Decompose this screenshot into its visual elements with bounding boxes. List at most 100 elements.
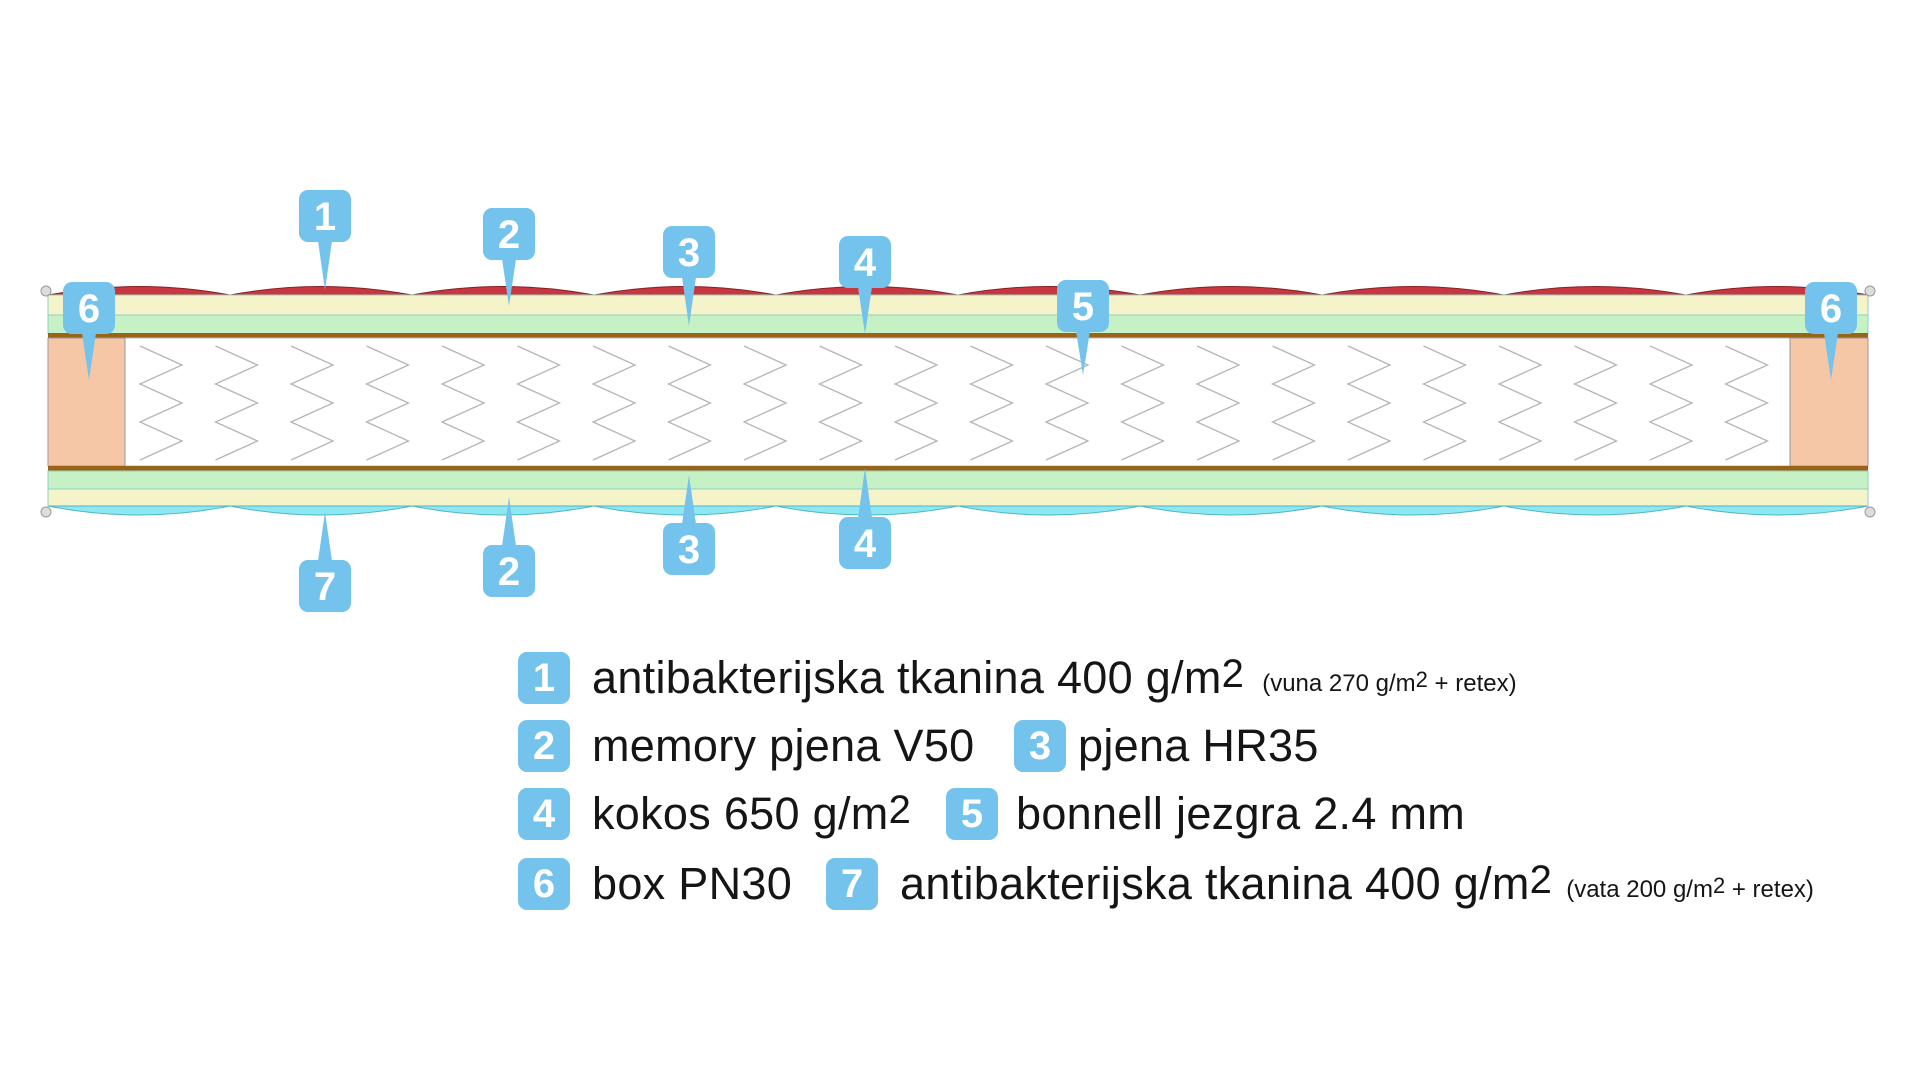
bottom-fabric-bump xyxy=(957,505,1141,516)
legend-badge: 4 xyxy=(518,788,570,840)
legend-text: memory pjena V50 xyxy=(592,720,975,771)
legend-sup: 2 xyxy=(1529,858,1553,902)
callout-number: 7 xyxy=(314,565,336,609)
callout-number: 3 xyxy=(678,528,700,572)
legend-badge: 6 xyxy=(518,858,570,910)
callout-marker: 1 xyxy=(299,190,351,290)
legend-badge: 7 xyxy=(826,858,878,910)
callout-badge xyxy=(299,190,351,242)
spring-coil xyxy=(515,345,562,461)
callout-pointer xyxy=(318,241,332,290)
foam-hr35-top-layer xyxy=(47,314,1869,335)
callout-badge xyxy=(663,226,715,278)
corner-handle xyxy=(1864,506,1876,518)
legend-badge: 2 xyxy=(518,720,570,772)
callout-pointer xyxy=(318,512,332,561)
top-fabric-layer xyxy=(47,286,1869,296)
bottom-fabric-bump xyxy=(411,505,595,516)
legend-text: bonnell jezgra 2.4 mm xyxy=(1016,788,1466,839)
legend-text: pjena HR35 xyxy=(1078,720,1319,771)
callout-badge xyxy=(299,560,351,612)
spring-coil xyxy=(893,345,939,461)
spring-coil xyxy=(1723,345,1770,461)
spring-coil xyxy=(1270,345,1317,461)
callout-number: 2 xyxy=(498,213,520,257)
corner-handle xyxy=(1864,285,1876,297)
legend-text: kokos 650 g/m xyxy=(592,788,889,839)
spring-coil xyxy=(1497,345,1543,461)
bottom-fabric-bump xyxy=(1321,505,1505,516)
mattress-cross-section-diagram: 1 2 3 4 5 6 6 7 2 3 4 xyxy=(40,190,1876,612)
spring-coil xyxy=(1346,345,1392,461)
callout-marker: 2 xyxy=(483,497,535,597)
callout-markers: 1 2 3 4 5 6 6 7 2 3 4 xyxy=(63,190,1857,612)
callout-number: 5 xyxy=(1072,285,1094,329)
legend-text: box PN30 xyxy=(592,858,793,909)
legend-item-2: 2 memory pjena V50 xyxy=(518,720,975,772)
corner-handle xyxy=(40,506,52,518)
callout-number: 4 xyxy=(854,522,877,566)
top-fabric-bump xyxy=(1139,286,1323,296)
spring-coil xyxy=(1119,345,1166,461)
bottom-fabric-bump xyxy=(1685,505,1869,516)
legend-badge: 3 xyxy=(1014,720,1066,772)
legend-sup: 2 xyxy=(1221,652,1245,696)
spring-coil xyxy=(591,345,637,461)
callout-badge xyxy=(1805,282,1857,334)
callout-number: 6 xyxy=(1820,287,1842,331)
corner-handle xyxy=(40,285,52,297)
callout-number: 2 xyxy=(498,550,520,594)
spring-coil xyxy=(213,345,260,461)
bottom-fabric-bump xyxy=(229,505,413,516)
callout-marker: 4 xyxy=(839,468,891,569)
callout-badge xyxy=(483,208,535,260)
callout-marker: 6 xyxy=(1805,282,1857,380)
spring-core xyxy=(124,337,1791,467)
top-fabric-bump xyxy=(957,286,1141,296)
callout-marker: 2 xyxy=(483,208,535,306)
legend-item-3: 3 pjena HR35 xyxy=(1014,720,1319,772)
spring-coil xyxy=(742,345,788,461)
callout-number: 3 xyxy=(678,231,700,275)
legend-item-7: 7 antibakterijska tkanina 400 g/m2 (vata… xyxy=(826,858,1814,910)
callout-pointer xyxy=(82,333,96,380)
callout-pointer xyxy=(502,497,516,546)
spring-coil xyxy=(817,345,864,461)
legend-text: antibakterijska tkanina 400 g/m xyxy=(592,652,1222,703)
bottom-fabric-bump xyxy=(47,505,231,516)
spring-coil xyxy=(289,345,335,461)
bonnell-springs xyxy=(138,345,1770,461)
callout-marker: 7 xyxy=(299,512,351,612)
bottom-fabric-layer xyxy=(47,505,1869,516)
legend-text: antibakterijska tkanina 400 g/m xyxy=(900,858,1530,909)
memory-foam-top-layer xyxy=(47,294,1869,316)
spring-coil xyxy=(440,345,486,461)
spring-coil xyxy=(1572,345,1619,461)
callout-badge xyxy=(663,523,715,575)
callout-marker: 4 xyxy=(839,236,891,334)
callout-pointer xyxy=(858,287,872,334)
legend-item-1: 1 antibakterijska tkanina 400 g/m2 (vuna… xyxy=(518,652,1517,704)
top-fabric-bump xyxy=(229,286,413,296)
legend-item-4: 4 kokos 650 g/m2 xyxy=(518,788,911,840)
bottom-fabric-bump xyxy=(1503,505,1687,516)
legend-sup: 2 xyxy=(888,788,912,832)
spring-coil xyxy=(666,345,713,461)
callout-badge xyxy=(483,545,535,597)
spring-coil xyxy=(138,345,184,461)
legend-item-5: 5 bonnell jezgra 2.4 mm xyxy=(946,788,1465,840)
spring-coil xyxy=(364,345,411,461)
callout-marker: 3 xyxy=(663,226,715,326)
callout-marker: 6 xyxy=(63,282,115,380)
callout-pointer xyxy=(1824,333,1838,380)
legend-item-6: 6 box PN30 xyxy=(518,858,792,910)
callout-pointer xyxy=(858,468,872,518)
callout-pointer xyxy=(1076,331,1090,375)
callout-number: 6 xyxy=(78,287,100,331)
callout-badge xyxy=(1057,280,1109,332)
spring-coil xyxy=(1044,345,1090,461)
callout-marker: 3 xyxy=(663,475,715,575)
callout-marker: 5 xyxy=(1057,280,1109,375)
callout-badge xyxy=(63,282,115,334)
memory-foam-bottom-layer xyxy=(47,488,1869,507)
